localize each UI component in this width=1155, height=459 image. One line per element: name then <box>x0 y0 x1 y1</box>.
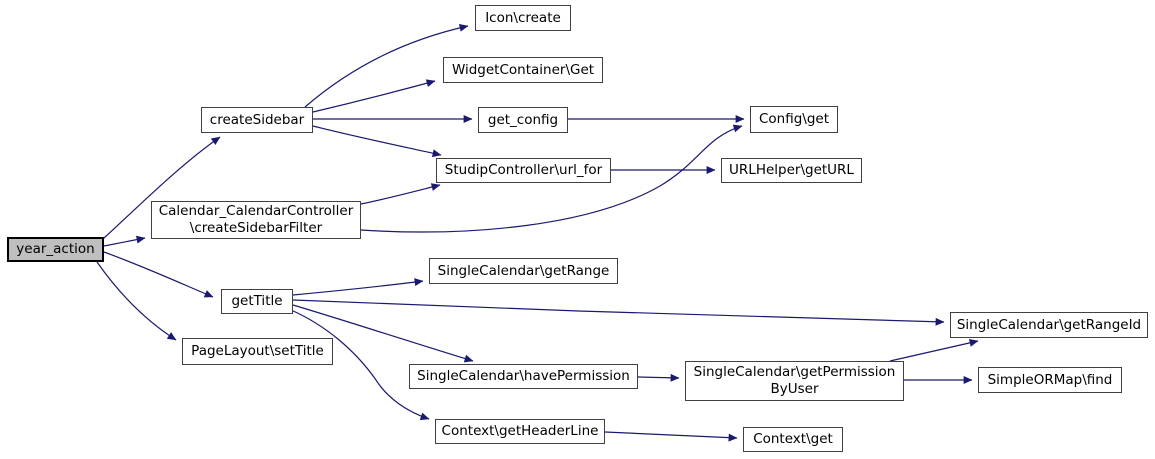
edge-getTitle-havePermission <box>292 304 474 363</box>
edge-createSidebar-urlFor <box>312 125 442 158</box>
node-year-action: year_action <box>7 237 104 262</box>
node-icon-create[interactable]: Icon\create <box>475 5 571 31</box>
node-single-calendar-get-range[interactable]: SingleCalendar\getRange <box>429 258 618 284</box>
node-get-config[interactable]: get_config <box>478 107 568 133</box>
edge-createSidebarFilter-urlFor <box>360 183 441 205</box>
node-urlhelper-get-url[interactable]: URLHelper\getURL <box>721 158 862 183</box>
node-widget-container-get[interactable]: WidgetContainer\Get <box>443 57 603 83</box>
node-single-calendar-get-range-id[interactable]: SingleCalendar\getRangeId <box>950 312 1148 338</box>
edge-year_action-setTitle <box>96 261 177 341</box>
node-create-sidebar[interactable]: createSidebar <box>201 107 313 133</box>
edge-getTitle-getRange <box>292 278 424 296</box>
node-context-get[interactable]: Context\get <box>743 427 843 452</box>
node-context-get-header-line[interactable]: Context\getHeaderLine <box>435 419 605 444</box>
node-single-calendar-get-permission-by-user[interactable]: SingleCalendar\getPermission ByUser <box>685 361 904 401</box>
node-get-title[interactable]: getTitle <box>221 289 293 314</box>
edge-getPermissionByUser-getRangeId <box>889 338 979 362</box>
edge-havePermission-getPermissionByUser <box>637 373 680 382</box>
edge-getTitle-getRangeId <box>292 299 945 326</box>
edge-createSidebarFilter-configGet <box>360 124 743 233</box>
node-simple-ormap-find[interactable]: SimpleORMap\find <box>978 367 1122 393</box>
node-single-calendar-have-permission[interactable]: SingleCalendar\havePermission <box>409 364 638 389</box>
edge-createSidebar-iconCreate <box>304 23 469 108</box>
node-create-sidebar-filter[interactable]: Calendar_CalendarController \createSideb… <box>151 201 361 239</box>
edge-year_action-createSidebarFilter <box>103 235 146 247</box>
edge-year_action-createSidebar <box>102 136 221 240</box>
edge-createSidebar-widgetContainerGet <box>312 79 436 113</box>
edge-year_action-getTitle <box>103 251 214 298</box>
node-studip-controller-url-for[interactable]: StudipController\url_for <box>436 158 611 183</box>
node-config-get[interactable]: Config\get <box>750 106 838 133</box>
edge-getHeaderLine-contextGet <box>604 431 738 442</box>
edge-getTitle-getHeaderLine <box>290 309 430 421</box>
node-pagelayout-set-title[interactable]: PageLayout\setTitle <box>182 338 333 365</box>
